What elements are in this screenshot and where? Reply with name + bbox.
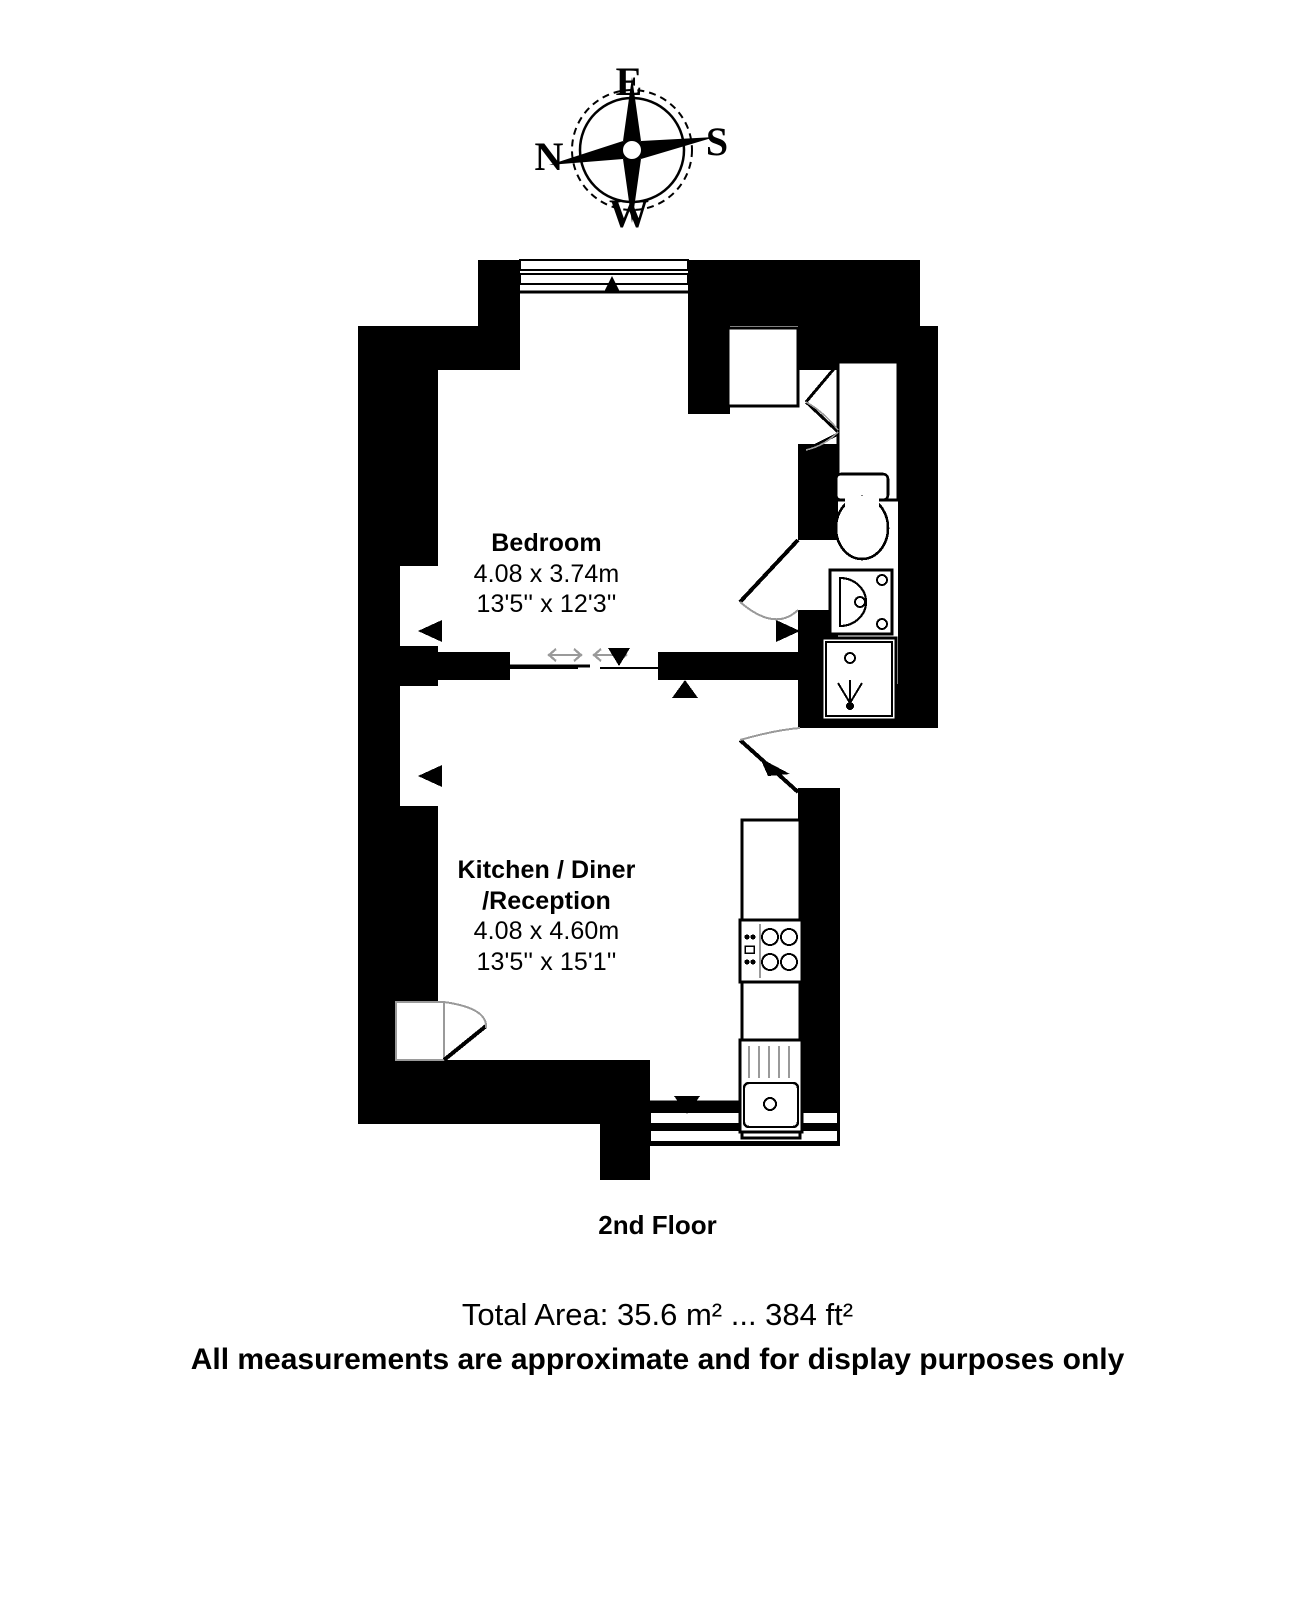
door-entry xyxy=(395,1001,488,1062)
cooker-hob xyxy=(738,918,804,984)
kitchen-sink xyxy=(738,1038,804,1134)
compass-label-left: N xyxy=(535,134,564,179)
marker-left-upper xyxy=(418,620,442,642)
shower-tray xyxy=(820,636,898,722)
compass-label-right: S xyxy=(706,119,728,164)
floorplan-drawing xyxy=(0,240,1315,1180)
compass-label-top: E xyxy=(616,59,643,104)
wash-basin xyxy=(828,568,894,636)
door-sliding xyxy=(510,648,688,670)
marker-slider-down xyxy=(608,648,630,666)
total-area-text: Total Area: 35.6 m² ... 384 ft² xyxy=(461,1297,854,1332)
marker-left-lower xyxy=(418,765,442,787)
disclaimer-text: All measurements are approximate and for… xyxy=(190,1343,1125,1376)
wall-mass xyxy=(0,240,1315,1180)
toilet xyxy=(834,472,890,561)
compass-rose: E S W N xyxy=(525,55,740,240)
marker-right-bedroom xyxy=(776,620,800,642)
window-top xyxy=(518,258,690,294)
door-bathroom xyxy=(738,538,800,621)
compass-label-bottom: W xyxy=(609,191,649,236)
door-kitchen xyxy=(738,727,801,794)
direction-marker-up xyxy=(604,276,620,292)
marker-kitchen-top xyxy=(672,680,698,698)
direction-marker-down xyxy=(674,1096,700,1114)
floor-title: 2nd Floor xyxy=(598,1210,717,1240)
